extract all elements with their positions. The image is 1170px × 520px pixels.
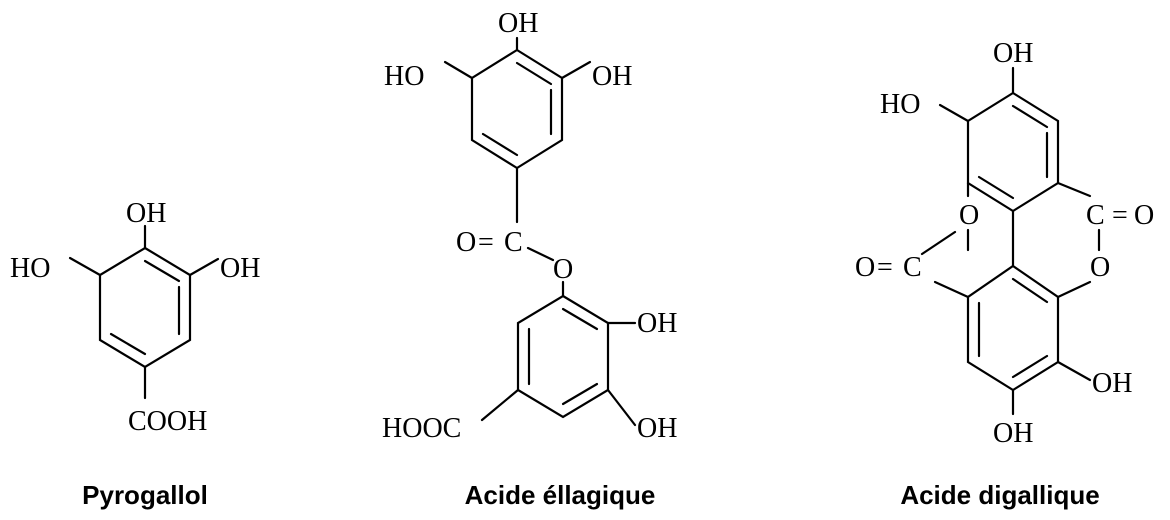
label-oh: OH xyxy=(637,308,677,339)
bond-ho-left xyxy=(68,256,102,277)
label-c: C xyxy=(903,252,922,283)
ellagic-lower-ring xyxy=(516,294,610,419)
label-ho: HO xyxy=(10,253,50,284)
label-o: O xyxy=(1090,252,1110,283)
label-oh: OH xyxy=(592,61,632,92)
digallic-lower-ring xyxy=(966,264,1060,392)
caption-digallic: Acide digallique xyxy=(900,480,1099,510)
bond-oh-right xyxy=(188,257,220,277)
label-o: O xyxy=(959,200,979,231)
label-hooc: HOOC xyxy=(382,413,461,444)
digallic-upper-ring xyxy=(966,91,1060,213)
label-eq: = xyxy=(1112,200,1128,231)
label-o: O xyxy=(553,254,573,285)
label-eq: = xyxy=(478,227,494,258)
pyrogallol-ring xyxy=(98,246,192,369)
label-cooh: COOH xyxy=(128,406,207,437)
label-oh: OH xyxy=(1092,368,1132,399)
label-o: O xyxy=(456,227,476,258)
label-o: O xyxy=(855,252,875,283)
ellagic-structure: OH HO OH O = C O OH OH HOOC xyxy=(382,8,677,444)
label-o: O xyxy=(1134,200,1154,231)
label-ho: HO xyxy=(384,61,424,92)
ellagic-upper-ring xyxy=(470,48,564,170)
label-oh: OH xyxy=(637,413,677,444)
caption-pyrogallol: Pyrogallol xyxy=(82,480,208,510)
label-oh: OH xyxy=(993,418,1033,449)
label-c: C xyxy=(504,227,523,258)
label-ho: HO xyxy=(880,89,920,120)
caption-ellagic: Acide éllagique xyxy=(465,480,656,510)
pyrogallol-structure: OH HO OH COOH xyxy=(10,198,260,437)
label-oh: OH xyxy=(498,8,538,39)
label-oh: OH xyxy=(993,38,1033,69)
label-c: C xyxy=(1086,200,1105,231)
label-oh: OH xyxy=(126,198,166,229)
digallic-structure: OH HO O C = O O O = C OH OH xyxy=(855,38,1154,449)
label-oh: OH xyxy=(220,253,260,284)
label-eq: = xyxy=(877,252,893,283)
